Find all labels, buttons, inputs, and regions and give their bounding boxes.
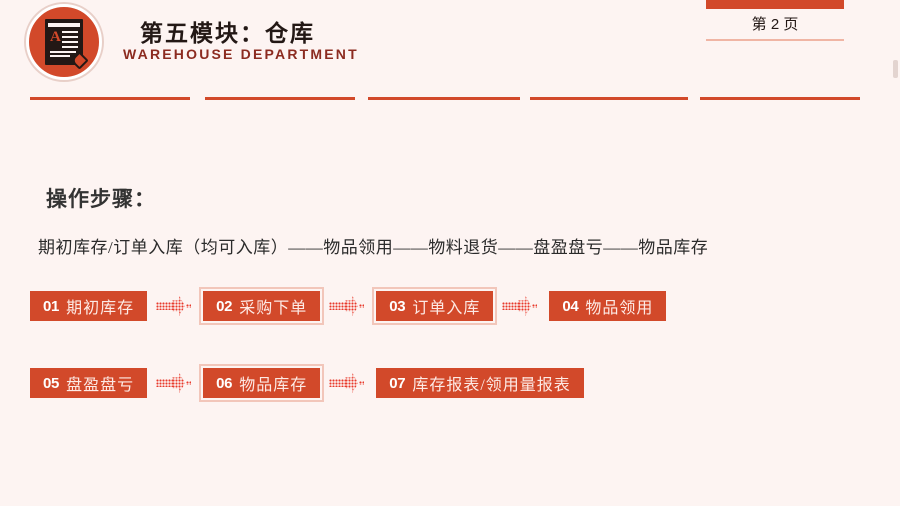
step-number: 07 xyxy=(389,374,406,392)
step-number: 01 xyxy=(43,297,60,315)
step-row-1: 01 期初库存 02 采购下单 03 订单入库 04 物品领用 xyxy=(30,287,667,325)
page-subtitle: WAREHOUSE DEPARTMENT xyxy=(123,46,359,62)
scrollbar-thumb[interactable] xyxy=(893,60,898,78)
arrow-part-head xyxy=(172,373,186,393)
arrow-part-tail xyxy=(502,302,520,310)
step-label: 采购下单 xyxy=(239,300,308,317)
step-chip-03[interactable]: 03 订单入库 xyxy=(372,287,498,325)
step-label: 期初库存 xyxy=(66,300,135,317)
doc-line xyxy=(62,36,78,38)
doc-header-bar xyxy=(48,23,80,27)
doc-line xyxy=(50,51,76,53)
arrow-part-tip xyxy=(532,304,538,308)
doc-line xyxy=(50,55,70,57)
step-label: 盘盈盘亏 xyxy=(66,377,135,394)
step-chip-01[interactable]: 01 期初库存 xyxy=(30,291,148,321)
arrow-part-tail xyxy=(329,379,347,387)
page-indicator-bar xyxy=(706,0,844,9)
arrow-part-head xyxy=(518,296,532,316)
page-number-label: 第 2 页 xyxy=(751,16,799,33)
header-divider-segment xyxy=(530,97,688,100)
arrow-part-head xyxy=(345,296,359,316)
step-number: 06 xyxy=(216,374,233,392)
header-divider-segment xyxy=(30,97,190,100)
doc-line xyxy=(62,41,78,43)
step-row-2: 05 盘盈盘亏 06 物品库存 07 库存报表/领用量报表 xyxy=(30,364,584,402)
halftone-right-arrow-icon xyxy=(329,295,367,317)
warehouse-logo: A xyxy=(26,4,102,80)
arrow-part-tail xyxy=(156,379,174,387)
step-chip-05[interactable]: 05 盘盈盘亏 xyxy=(30,368,148,398)
doc-letter: A xyxy=(50,29,61,45)
step-number: 05 xyxy=(43,374,60,392)
pen-icon xyxy=(70,51,89,70)
step-chip-06[interactable]: 06 物品库存 xyxy=(199,364,325,402)
arrow-part-tip xyxy=(186,304,192,308)
step-label: 库存报表/领用量报表 xyxy=(412,377,571,394)
steps-heading: 操作步骤： xyxy=(46,187,156,211)
step-number: 03 xyxy=(389,297,406,315)
step-label: 物品领用 xyxy=(585,300,654,317)
document-pen-icon: A xyxy=(45,19,89,70)
step-chip-04[interactable]: 04 物品领用 xyxy=(549,291,667,321)
step-number: 04 xyxy=(562,297,579,315)
doc-line xyxy=(62,46,78,48)
header-divider-segment xyxy=(368,97,520,100)
arrow-part-tip xyxy=(359,304,365,308)
arrow-part-tail xyxy=(156,302,174,310)
header-divider-segment xyxy=(700,97,860,100)
arrow-part-tail xyxy=(329,302,347,310)
arrow-part-tip xyxy=(186,381,192,385)
halftone-right-arrow-icon xyxy=(502,295,540,317)
page-indicator-underline xyxy=(706,39,844,41)
header-divider-segment xyxy=(205,97,355,100)
halftone-right-arrow-icon xyxy=(329,372,367,394)
doc-line xyxy=(62,31,78,33)
arrow-part-head xyxy=(345,373,359,393)
flow-summary-text: 期初库存/订单入库（均可入库）——物品领用——物料退货——盘盈盘亏——物品库存 xyxy=(38,238,709,257)
arrow-part-head xyxy=(172,296,186,316)
step-chip-02[interactable]: 02 采购下单 xyxy=(199,287,325,325)
step-number: 02 xyxy=(216,297,233,315)
arrow-part-tip xyxy=(359,381,365,385)
step-label: 物品库存 xyxy=(239,377,308,394)
step-chip-07[interactable]: 07 库存报表/领用量报表 xyxy=(376,368,584,398)
step-label: 订单入库 xyxy=(412,300,481,317)
halftone-right-arrow-icon xyxy=(156,372,194,394)
page-title: 第五模块：仓库 xyxy=(140,21,315,46)
halftone-right-arrow-icon xyxy=(156,295,194,317)
